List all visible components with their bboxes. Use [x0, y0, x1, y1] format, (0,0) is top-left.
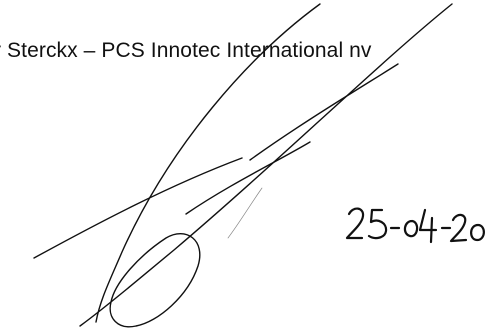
signature-stroke: [109, 233, 201, 328]
signature-stroke: [249, 63, 399, 161]
signature-stroke: [227, 187, 263, 239]
signature-stroke: [185, 141, 311, 215]
signer-name-company: r Sterckx – PCS Innotec International nv: [0, 39, 372, 62]
signature-stroke: [33, 157, 243, 259]
